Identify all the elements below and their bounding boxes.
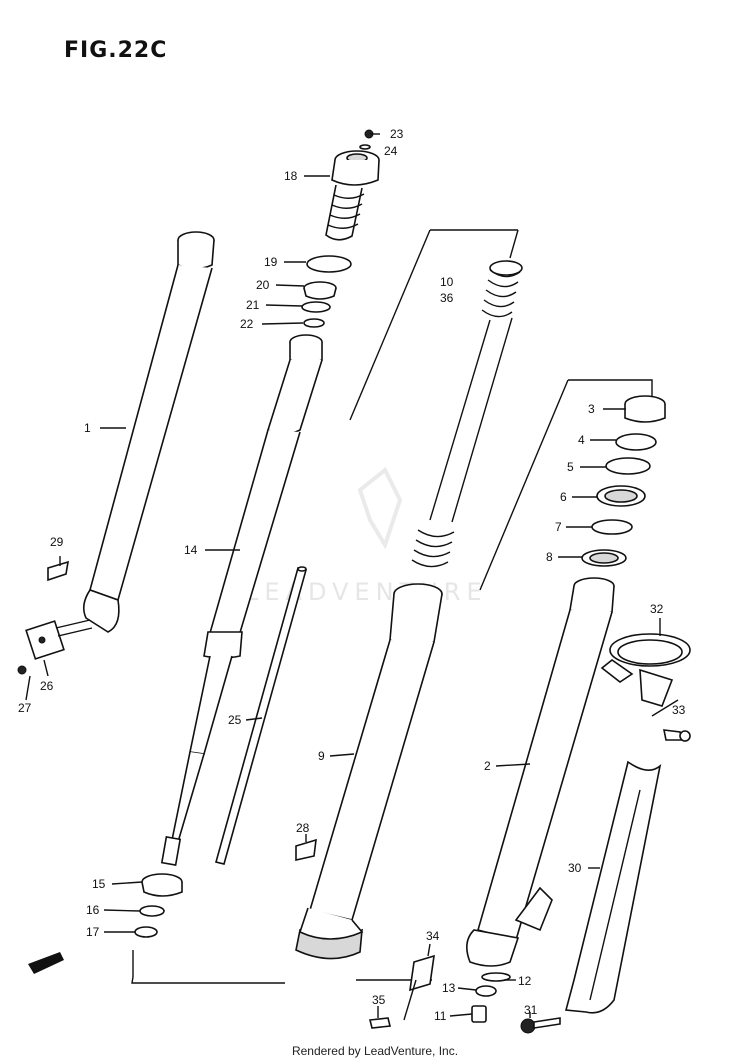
watermark-text: LEADVENTURE [245,578,488,606]
part-11-13-bolt-washers [471,972,511,1023]
callout-26: 26 [40,679,54,693]
callout-15: 15 [92,877,106,891]
callout-32: 32 [650,602,664,616]
part-31-bolt [520,1017,561,1034]
part-32-clamp [600,633,691,707]
callout-23: 23 [390,127,404,141]
part-35-screw [369,1017,391,1029]
callout-17: 17 [86,925,100,939]
part-3-8-seals-bushings [581,395,666,567]
part-25-rod [215,566,307,865]
assembly-frame-lines [131,229,653,984]
callout-34: 34 [426,929,440,943]
callout-14: 14 [184,543,198,557]
callout-5: 5 [567,460,574,474]
callout-8: 8 [546,550,553,564]
part-1-outer-tube [25,231,215,660]
callout-1: 1 [84,421,91,435]
footer-credit: Rendered by LeadVenture, Inc. [291,1044,459,1058]
callout-9: 9 [318,749,325,763]
part-30-guard [564,760,662,1014]
callout-13: 13 [442,981,456,995]
callout-20: 20 [256,278,270,292]
callout-36: 36 [440,291,454,305]
part-10-spring [411,260,523,568]
callout-31: 31 [524,1003,538,1017]
callout-27: 27 [18,701,32,715]
callout-11: 11 [434,1009,447,1023]
callout-12: 12 [518,974,532,988]
part-18-valve-assembly [301,129,380,328]
front-arrow-icon [28,952,64,974]
figure-title: FIG.22C [64,38,168,63]
callout-24: 24 [384,144,398,158]
callout-numbers: 1 2 3 4 5 6 7 8 9 10 36 11 12 13 14 15 1… [18,127,686,1023]
callout-18: 18 [284,169,298,183]
callout-33: 33 [672,703,686,717]
callout-35: 35 [372,993,386,1007]
callout-21: 21 [246,298,260,312]
part-34-bracket [409,954,435,992]
callout-19: 19 [264,255,278,269]
callout-3: 3 [588,402,595,416]
part-9-inner-tube [295,583,443,960]
callout-7: 7 [555,520,562,534]
callout-2: 2 [484,759,491,773]
callout-25: 25 [228,713,242,727]
part-26-29-28-misc [17,560,317,861]
callout-10: 10 [440,275,454,289]
part-15-17-seals [134,873,183,938]
leader-lines [25,133,679,1021]
part-2-outer-tube [466,577,615,967]
callout-22: 22 [240,317,254,331]
part-33-bolt [662,729,691,742]
callout-29: 29 [50,535,64,549]
callout-6: 6 [560,490,567,504]
callout-4: 4 [578,433,585,447]
callout-16: 16 [86,903,100,917]
callout-30: 30 [568,861,582,875]
part-14-cylinder [160,334,323,866]
callout-28: 28 [296,821,310,835]
